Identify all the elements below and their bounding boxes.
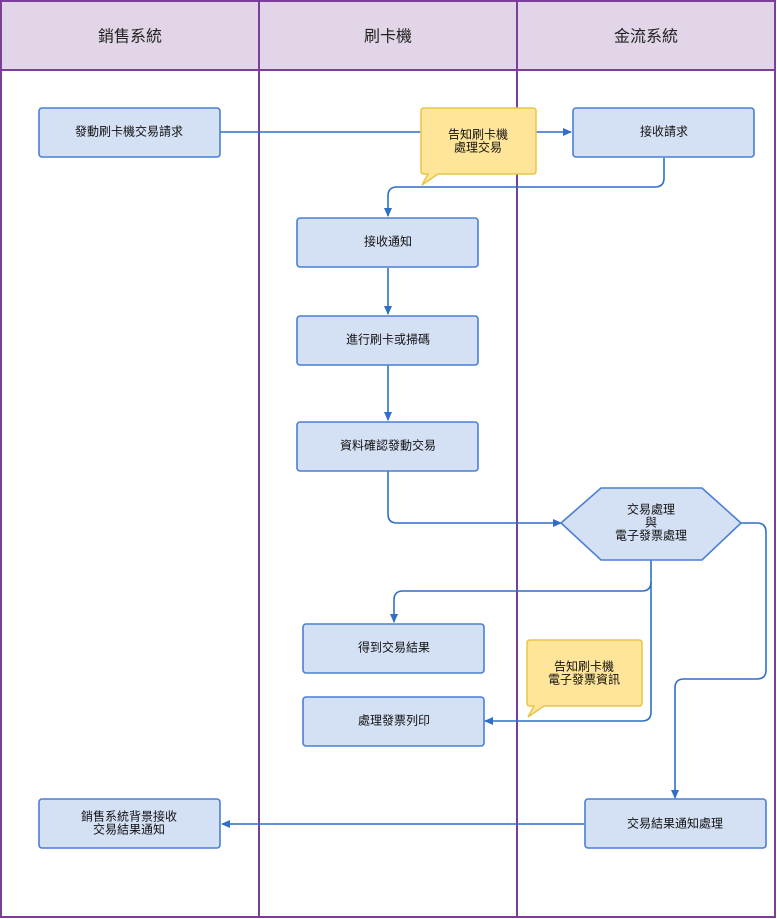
lane-payment-header xyxy=(516,0,776,71)
edge-receive-to-notice xyxy=(384,158,665,217)
node-receive-notice: 接收通知 xyxy=(296,217,479,268)
note-notify-invoice-line2: 電子發票資訊 xyxy=(548,672,620,687)
node-process-invoice-line2: 與 xyxy=(645,516,657,530)
lane-sales-header xyxy=(0,0,260,71)
node-receive-notice-label: 接收通知 xyxy=(364,234,412,249)
node-pos-receive-result-line1: 銷售系統背景接收 xyxy=(81,809,177,824)
node-result-notice: 交易結果通知處理 xyxy=(584,798,767,849)
node-pos-receive-result: 銷售系統背景接收 交易結果通知 xyxy=(38,798,221,849)
node-process-invoice-line1: 交易處理 xyxy=(627,502,675,517)
edge-process-to-print xyxy=(484,582,652,725)
edge-confirm-to-process xyxy=(387,471,562,527)
note-notify-terminal: 告知刷卡機 處理交易 xyxy=(420,107,537,186)
node-swipe-or-scan-label: 進行刷卡或掃碼 xyxy=(346,332,430,347)
node-pos-receive-result-line2: 交易結果通知 xyxy=(93,822,165,837)
node-process-invoice-line3: 電子發票處理 xyxy=(615,528,687,543)
node-print-invoice-label: 處理發票列印 xyxy=(358,713,430,728)
node-receive-request-label: 接收請求 xyxy=(640,124,688,139)
node-initiate: 發動刷卡機交易請求 xyxy=(38,107,221,158)
node-get-result-label: 得到交易結果 xyxy=(358,640,430,655)
note-notify-invoice: 告知刷卡機 電子發票資訊 xyxy=(526,639,643,718)
lane-title-terminal: 刷卡機 xyxy=(364,27,412,46)
lane-title-payment: 金流系統 xyxy=(614,27,678,46)
note-notify-terminal-line1: 告知刷卡機 xyxy=(448,127,508,142)
node-receive-request: 接收請求 xyxy=(572,107,755,158)
edge-process-to-result-notice xyxy=(671,522,767,799)
node-get-result: 得到交易結果 xyxy=(302,623,485,674)
note-notify-terminal-line2: 處理交易 xyxy=(454,140,502,155)
node-print-invoice: 處理發票列印 xyxy=(302,696,485,747)
connectors xyxy=(220,128,767,828)
note-notify-invoice-line1: 告知刷卡機 xyxy=(554,659,614,674)
lane-title-sales: 銷售系統 xyxy=(98,27,162,46)
node-confirm-data: 資料確認發動交易 xyxy=(296,421,479,472)
node-result-notice-label: 交易結果通知處理 xyxy=(627,816,723,831)
node-swipe-or-scan: 進行刷卡或掃碼 xyxy=(296,315,479,366)
node-process-invoice: 交易處理 與 電子發票處理 xyxy=(559,487,743,561)
node-confirm-data-label: 資料確認發動交易 xyxy=(340,438,436,453)
node-initiate-label: 發動刷卡機交易請求 xyxy=(75,124,183,139)
